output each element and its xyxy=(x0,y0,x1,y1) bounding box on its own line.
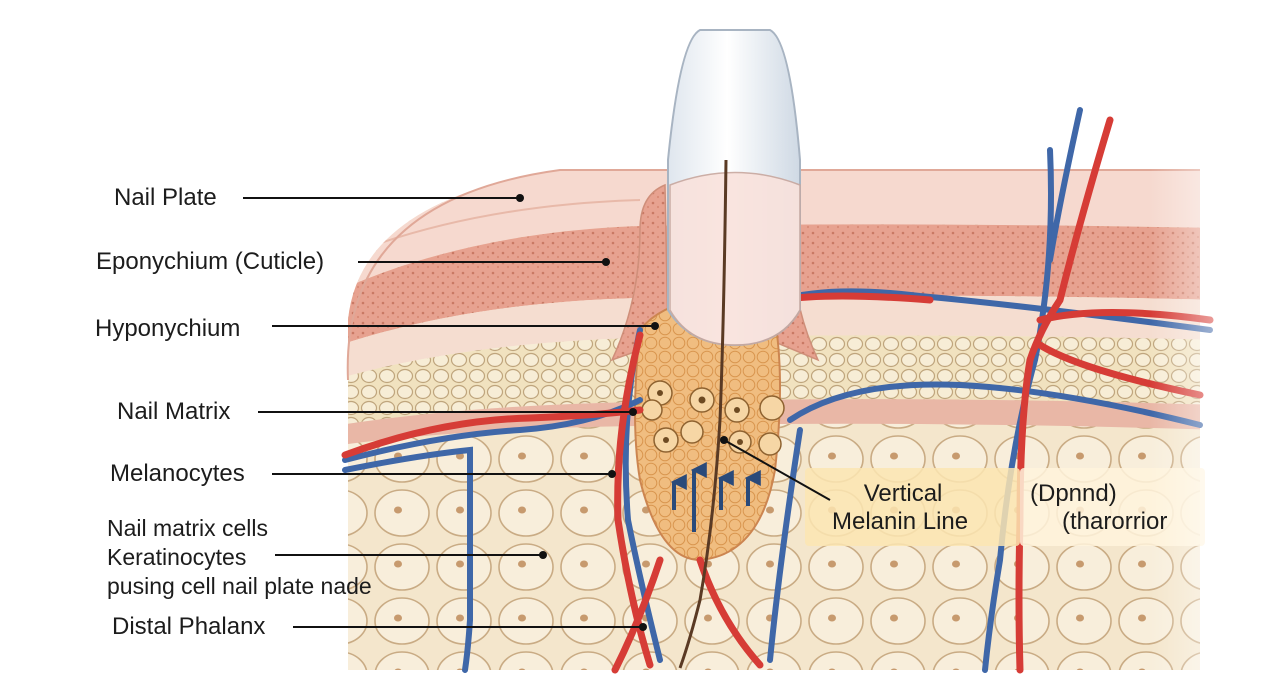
callout-extra-line2: (tharorrior xyxy=(1062,508,1168,535)
callout-extra: (Dpnnd) (tharorrior xyxy=(1030,480,1167,536)
skin-outline xyxy=(346,169,1200,381)
edge-fade xyxy=(1150,140,1280,698)
label-nail-matrix: Nail Matrix xyxy=(117,398,231,425)
label-hyponychium: Hyponychium xyxy=(95,315,241,342)
label-distal-phalanx: Distal Phalanx xyxy=(112,613,266,640)
nail-bed-tint xyxy=(669,171,801,346)
label-matrix-cells-line3: pusing cell nail plate nade xyxy=(107,573,372,599)
growth-arrows xyxy=(670,462,761,532)
label-matrix-cells-line1: Nail matrix cells xyxy=(107,515,269,541)
callout-vertical-melanin-line2: Melanin Line xyxy=(832,508,969,535)
label-matrix-cells: Nail matrix cells Keratinocytes pusing c… xyxy=(107,514,372,601)
label-matrix-cells-line2: Keratinocytes xyxy=(107,544,247,570)
callout-vertical-melanin-line1: Vertical xyxy=(863,480,943,507)
label-nail-plate: Nail Plate xyxy=(114,184,217,211)
label-eponychium: Eponychium (Cuticle) xyxy=(96,248,325,275)
melanin-line xyxy=(678,159,728,669)
leader-lines xyxy=(243,197,831,628)
callout-extra-line1: (Dpnnd) xyxy=(1030,480,1117,507)
leader-dots xyxy=(516,194,728,631)
callout-box-melanin xyxy=(805,468,1020,546)
label-melanocytes: Melanocytes xyxy=(110,460,245,487)
callout-vertical-melanin-line: Vertical Melanin Line xyxy=(832,480,968,536)
